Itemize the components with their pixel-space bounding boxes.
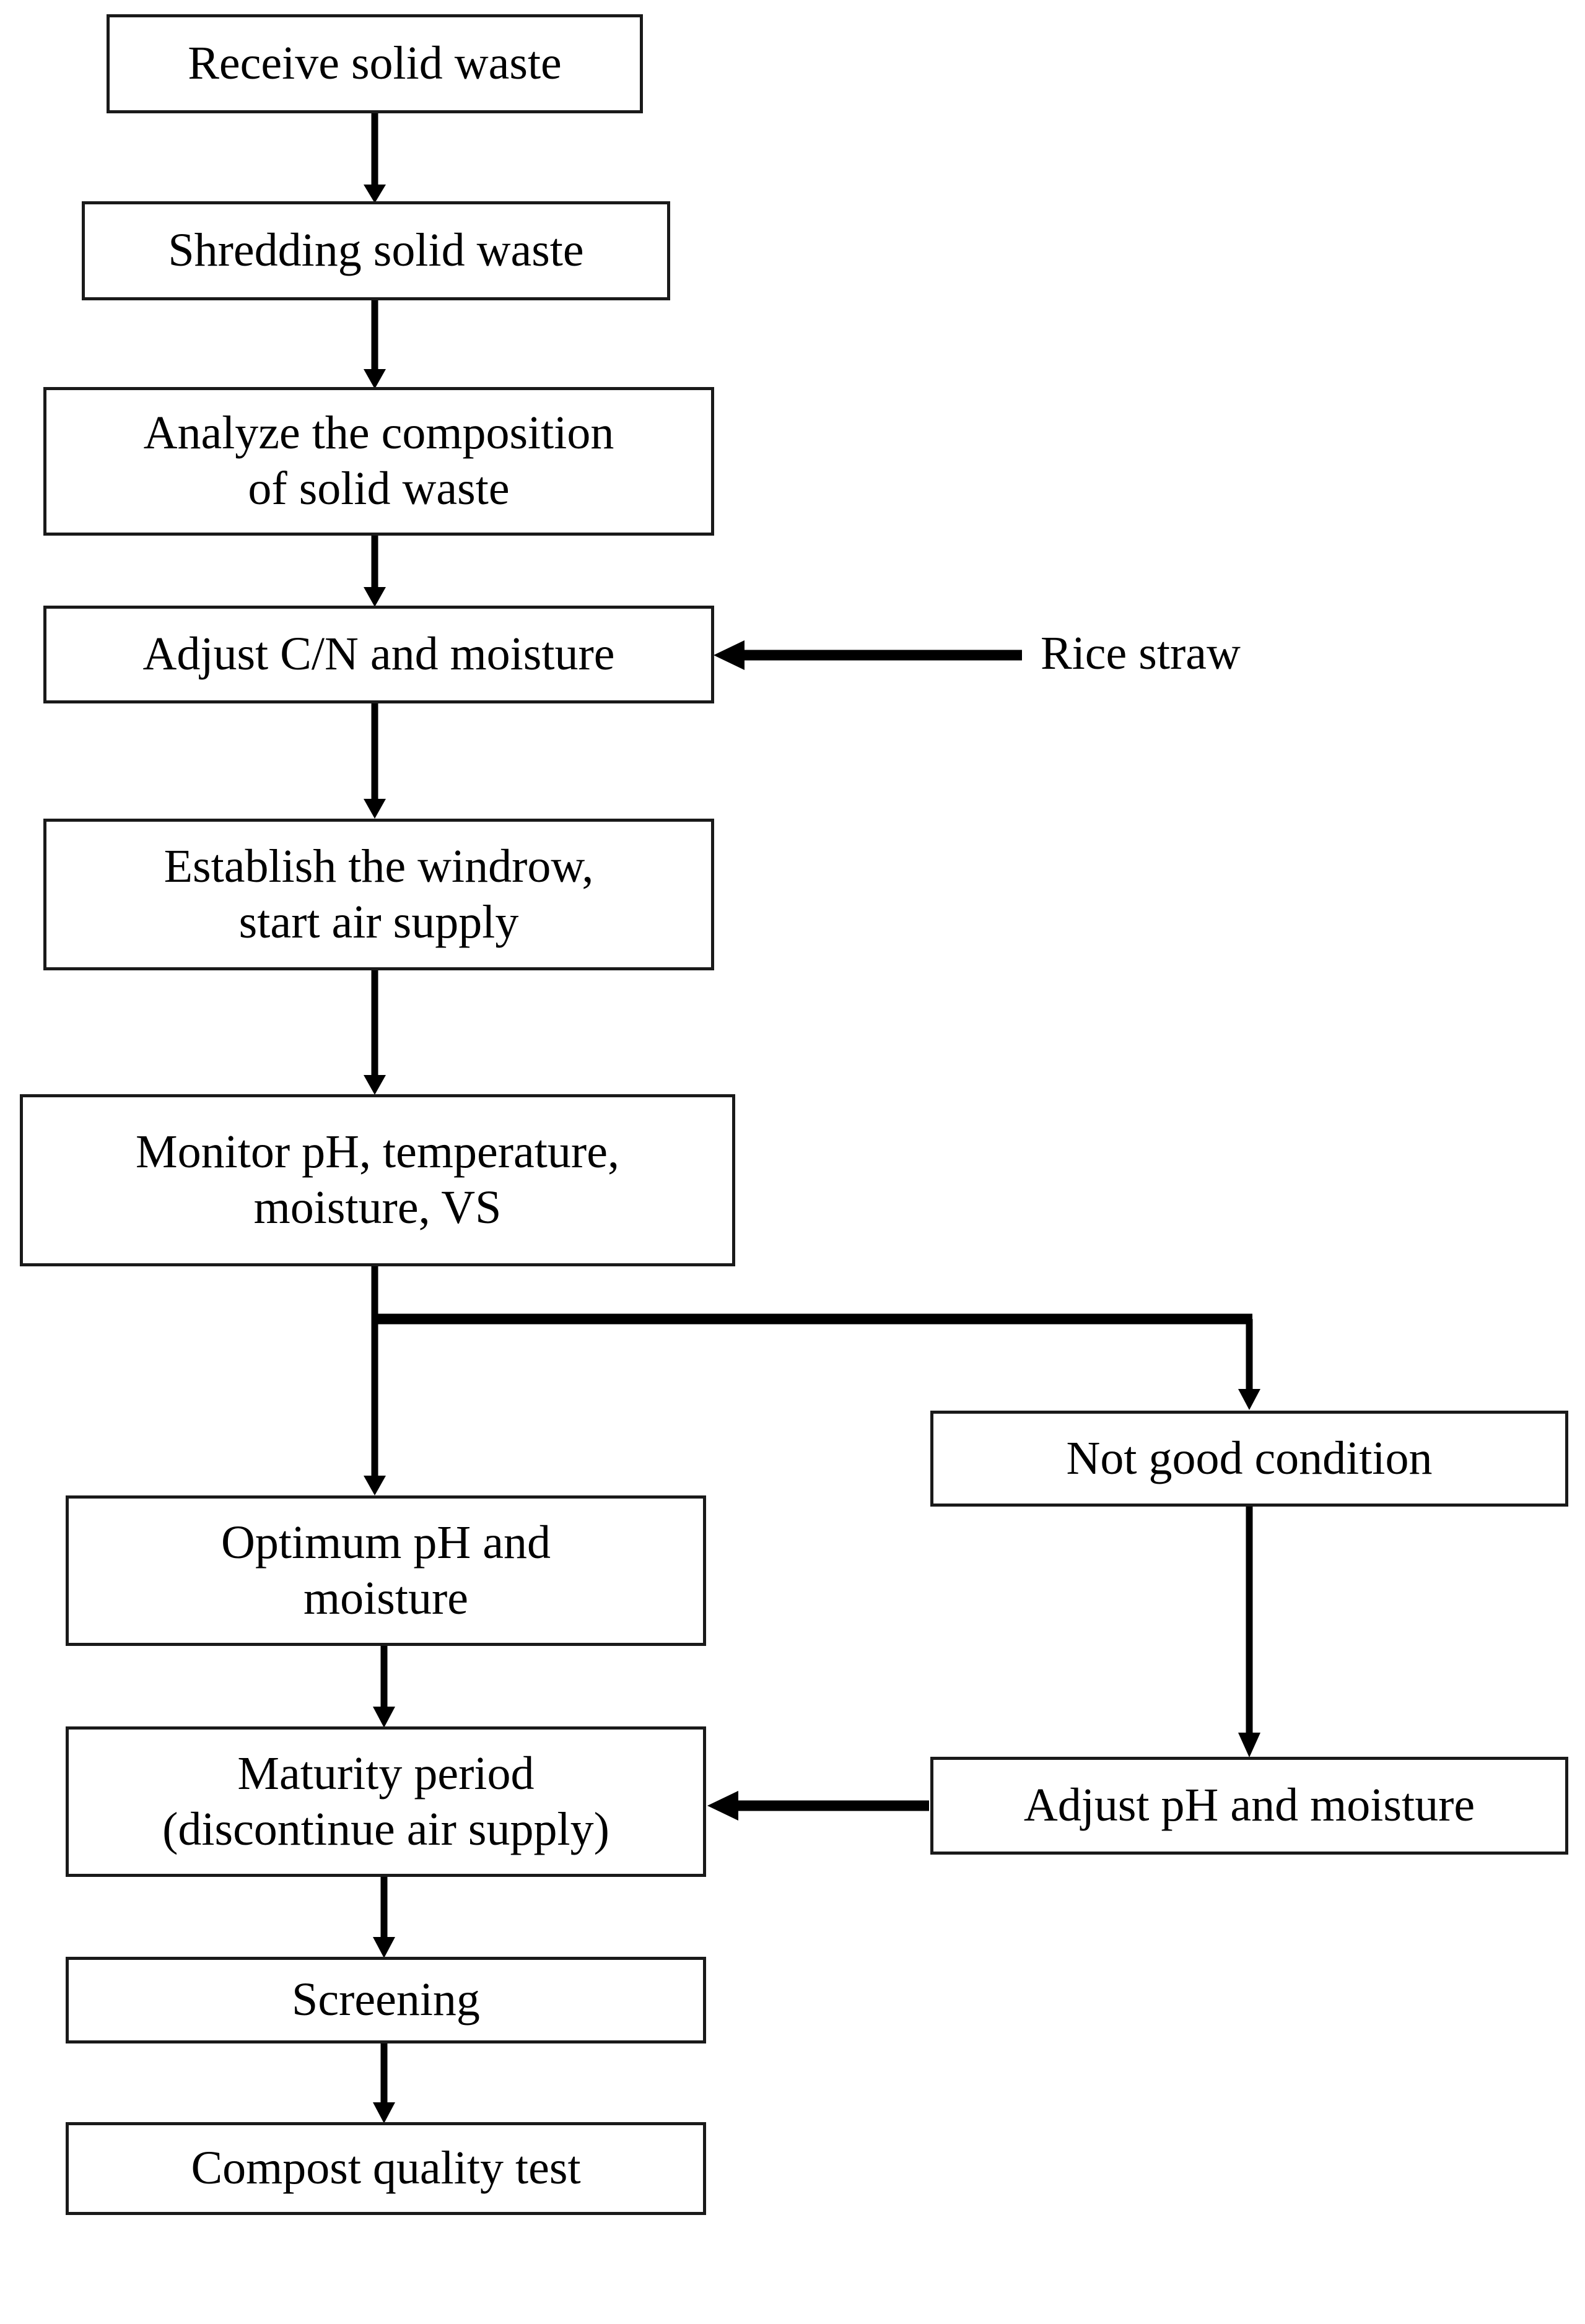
connector-maturity-to-screening — [373, 1877, 395, 1958]
node-shredding-solid-waste[interactable]: Shredding solid waste — [82, 201, 670, 300]
connector-optimum-to-maturity — [373, 1646, 395, 1728]
node-adjust-ph-and-moisture[interactable]: Adjust pH and moisture — [930, 1757, 1568, 1855]
node-label: Analyze the composition of solid waste — [143, 407, 614, 515]
node-optimum-ph-and-moisture[interactable]: Optimum pH and moisture — [66, 1495, 706, 1646]
node-analyze-composition[interactable]: Analyze the composition of solid waste — [43, 387, 714, 536]
node-label: Screening — [292, 1974, 480, 2026]
label-rice-straw: Rice straw — [1041, 627, 1241, 679]
connector-analyze-to-adjust-cn — [364, 536, 386, 607]
node-label: Monitor pH, temperature, moisture, VS — [136, 1126, 619, 1234]
node-label: Not good condition — [1066, 1432, 1433, 1484]
connector-windrow-to-monitor — [364, 970, 386, 1095]
connector-screening-to-compost-test — [373, 2043, 395, 2123]
node-label: Shredding solid waste — [168, 224, 584, 277]
node-receive-solid-waste[interactable]: Receive solid waste — [107, 14, 643, 113]
node-maturity-period[interactable]: Maturity period (discontinue air supply) — [66, 1726, 706, 1877]
node-label: Receive solid waste — [188, 37, 562, 90]
connector-shredding-to-analyze — [364, 300, 386, 389]
connector-not-good-to-adjust-ph — [1238, 1507, 1260, 1757]
node-monitor-parameters[interactable]: Monitor pH, temperature, moisture, VS — [20, 1094, 735, 1266]
connector-receive-to-shredding — [364, 113, 386, 203]
node-not-good-condition[interactable]: Not good condition — [930, 1411, 1568, 1507]
node-adjust-cn-and-moisture[interactable]: Adjust C/N and moisture — [43, 606, 714, 703]
node-establish-windrow[interactable]: Establish the windrow, start air supply — [43, 819, 714, 970]
connector-rice-straw-to-adjust-cn — [714, 640, 1022, 670]
node-screening[interactable]: Screening — [66, 1957, 706, 2043]
connector-monitor-to-optimum — [364, 1319, 386, 1495]
node-label: Adjust C/N and moisture — [142, 628, 615, 681]
node-label: Maturity period (discontinue air supply) — [162, 1747, 609, 1855]
connector-monitor-to-not-good — [371, 1266, 1260, 1410]
node-label: Optimum pH and moisture — [221, 1516, 551, 1624]
node-label: Establish the windrow, start air supply — [164, 840, 594, 948]
connector-adjust-cn-to-windrow — [364, 703, 386, 819]
node-label: Compost quality test — [191, 2142, 581, 2195]
node-label: Adjust pH and moisture — [1023, 1779, 1475, 1832]
connector-adjust-ph-to-maturity — [707, 1791, 929, 1821]
node-compost-quality-test[interactable]: Compost quality test — [66, 2122, 706, 2215]
